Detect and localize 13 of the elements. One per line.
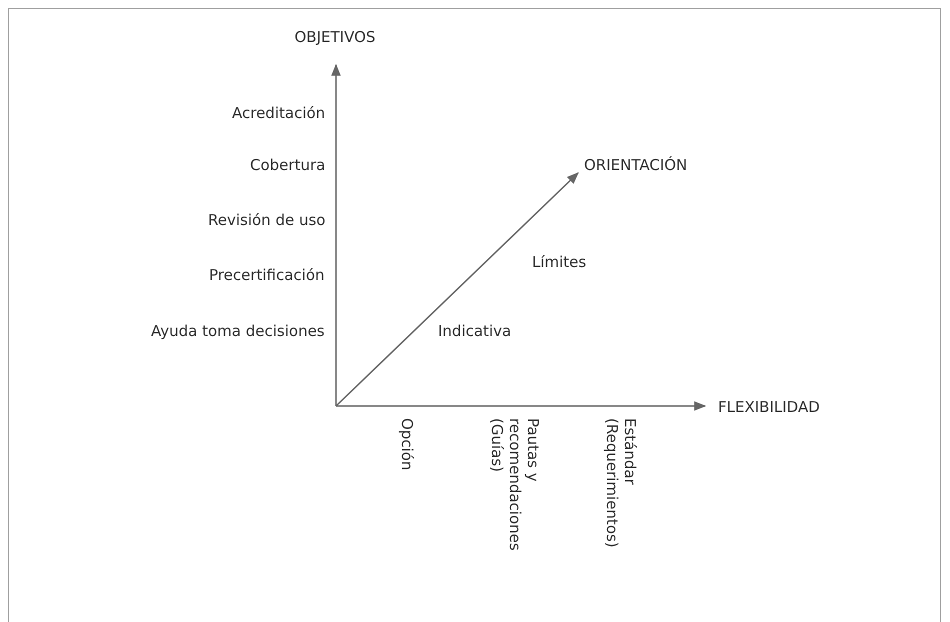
axis-title: ORIENTACIÓN xyxy=(584,156,688,174)
axis-title: FLEXIBILIDAD xyxy=(718,398,820,416)
axis-label: Ayuda toma decisiones xyxy=(151,322,325,340)
axis-label: Pautas y recomendaciones (Guías) xyxy=(488,418,542,553)
region-label: Límites xyxy=(532,253,586,271)
axis-label: Estándar (Requerimientos) xyxy=(603,418,639,550)
axis-label: Opción xyxy=(398,418,416,472)
axis-title: OBJETIVOS xyxy=(294,28,376,46)
axis-label: Revisión de uso xyxy=(208,211,326,229)
axis-label: Precertificación xyxy=(209,266,325,284)
axis-label: Acreditación xyxy=(232,104,326,122)
axis-label: Cobertura xyxy=(250,156,326,174)
region-label: Indicativa xyxy=(438,322,512,340)
